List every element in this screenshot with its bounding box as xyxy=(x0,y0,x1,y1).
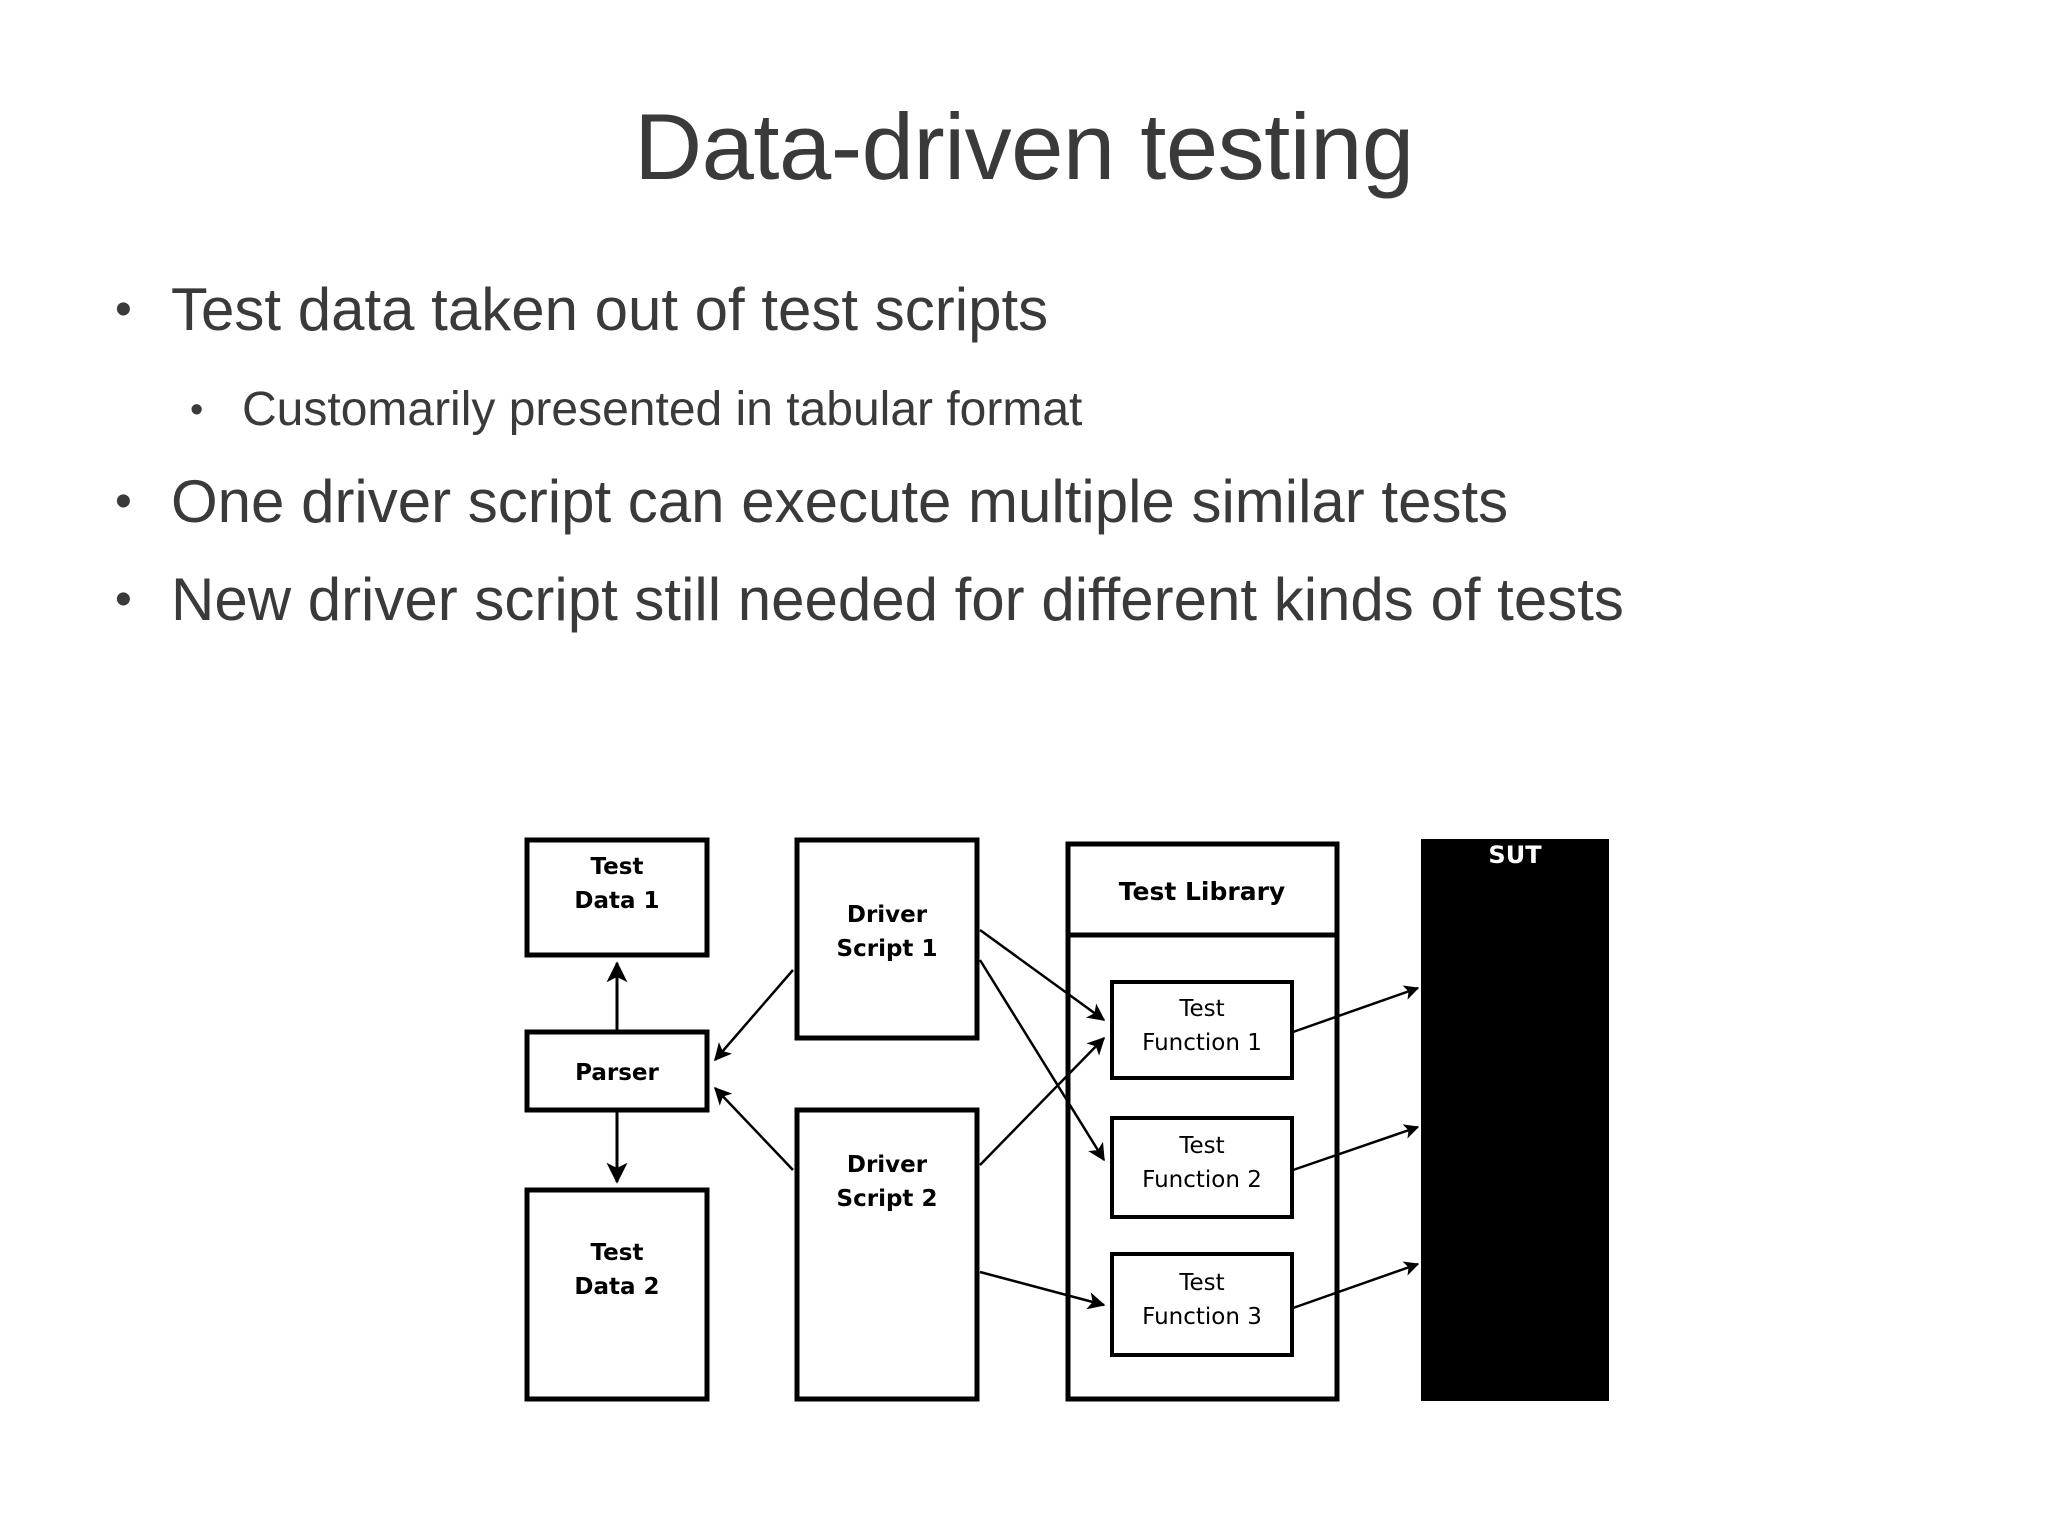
bullet-text: Test data taken out of test scripts xyxy=(171,276,1049,343)
driver-script-2-label-line2: Script 2 xyxy=(837,1186,938,1212)
bullet-marker-icon: • xyxy=(115,573,132,626)
driver-script-2-box xyxy=(794,1107,980,1402)
test-data-2-label-line1: Test xyxy=(591,1240,644,1266)
bullet-text: Customarily presented in tabular format xyxy=(242,383,1083,436)
bullet-marker-icon: • xyxy=(190,389,204,431)
driver-script-1-label-line2: Script 1 xyxy=(837,936,938,962)
test-function-2-label-line2: Function 2 xyxy=(1142,1167,1262,1193)
edge-driver-script-2-to-parser xyxy=(713,1086,794,1171)
edge-driver-script-1-to-test-function-1 xyxy=(979,928,1106,1022)
edge-driver-script-1-to-test-function-2 xyxy=(978,959,1106,1162)
edge-driver-script-1-to-parser xyxy=(714,969,794,1062)
bullet-marker-icon: • xyxy=(115,475,132,528)
test-function-3-label-line2: Function 3 xyxy=(1142,1304,1262,1330)
bullet-text: One driver script can execute multiple s… xyxy=(171,468,1509,535)
test-data-2-box xyxy=(524,1187,710,1402)
test-data-1-box xyxy=(524,837,710,958)
test-data-1-label-line2: Data 1 xyxy=(574,888,659,914)
test-data-1-node: Test Data 1 xyxy=(524,837,710,958)
architecture-diagram: Test Library SUT Test Data 1 Parser Test… xyxy=(500,820,1660,1430)
parser-label: Parser xyxy=(575,1060,659,1086)
driver-script-1-node: Driver Script 1 xyxy=(794,837,980,1041)
driver-script-1-label-line1: Driver xyxy=(847,902,928,928)
bullet-item-3: • One driver script can execute multiple… xyxy=(0,460,2048,544)
driver-script-1-box xyxy=(794,837,980,1041)
sut-box xyxy=(1421,839,1609,1401)
bullet-spacer xyxy=(0,446,2048,460)
sut-label: SUT xyxy=(1488,841,1542,869)
bullet-list: • Test data taken out of test scripts • … xyxy=(0,268,2048,642)
driver-script-2-node: Driver Script 2 xyxy=(794,1107,980,1402)
test-function-3-node: Test Function 3 xyxy=(1110,1252,1294,1357)
bullet-item-4: • New driver script still needed for dif… xyxy=(0,558,2048,642)
test-function-1-box xyxy=(1110,980,1294,1080)
test-function-1-label-line1: Test xyxy=(1178,996,1224,1022)
page-title: Data-driven testing xyxy=(634,94,1414,199)
test-data-2-node: Test Data 2 xyxy=(524,1187,710,1402)
bullet-spacer xyxy=(0,352,2048,374)
sut-node: SUT xyxy=(1421,839,1609,1401)
edge-driver-script-2-to-test-function-1 xyxy=(979,1036,1106,1166)
edge-test-function-3-to-sut xyxy=(1292,1261,1420,1310)
test-function-3-box xyxy=(1110,1252,1294,1357)
bullet-spacer xyxy=(0,544,2048,558)
parser-node: Parser xyxy=(524,1029,710,1113)
test-library-label: Test Library xyxy=(1119,877,1285,906)
bullet-item-1: • Test data taken out of test scripts xyxy=(0,268,2048,352)
test-data-1-label-line1: Test xyxy=(591,854,644,880)
bullet-marker-icon: • xyxy=(115,283,132,336)
driver-script-2-label-line1: Driver xyxy=(847,1152,928,1178)
edge-test-function-1-to-sut xyxy=(1292,985,1420,1034)
test-function-3-label-line1: Test xyxy=(1178,1270,1224,1296)
test-data-2-label-line2: Data 2 xyxy=(574,1274,659,1300)
bullet-text: New driver script still needed for diffe… xyxy=(171,566,1624,633)
test-function-1-node: Test Function 1 xyxy=(1110,980,1294,1080)
test-function-1-label-line2: Function 1 xyxy=(1142,1030,1262,1056)
bullet-item-2: • Customarily presented in tabular forma… xyxy=(0,374,2048,446)
edge-driver-script-2-to-test-function-3 xyxy=(979,1270,1106,1310)
test-function-2-box xyxy=(1110,1116,1294,1219)
edge-test-function-2-to-sut xyxy=(1292,1124,1420,1172)
test-function-2-node: Test Function 2 xyxy=(1110,1116,1294,1219)
test-function-2-label-line1: Test xyxy=(1178,1133,1224,1159)
